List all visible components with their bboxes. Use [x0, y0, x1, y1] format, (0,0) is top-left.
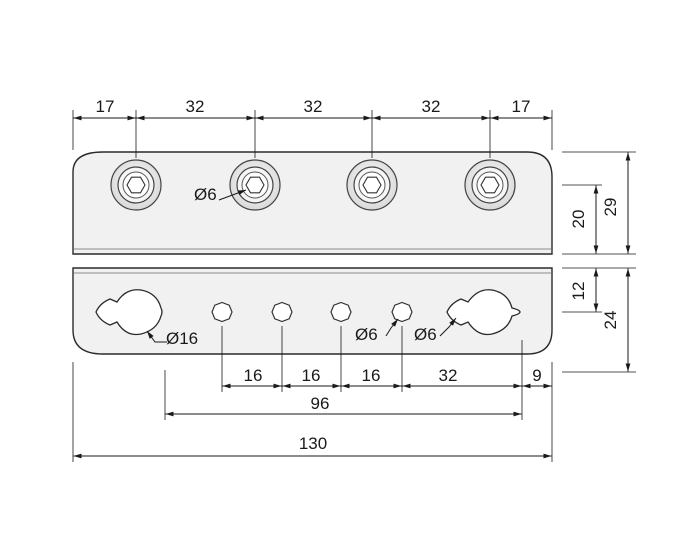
small-hole-1 — [211, 301, 233, 323]
screw-hole-callout: Ø6 — [194, 185, 217, 204]
keyhole-callout: Ø16 — [166, 329, 198, 348]
spacing-label-2: 16 — [302, 366, 321, 385]
lower-plate — [72, 267, 553, 355]
overall-dimension-label: 130 — [299, 434, 327, 453]
small-hole-a-leader — [385, 318, 399, 337]
top-dimension-label-2: 32 — [186, 97, 205, 116]
small-hole-4 — [391, 301, 413, 323]
dimension-label-29: 29 — [601, 198, 620, 217]
top-extension-lines — [72, 110, 553, 158]
small-hole-2 — [271, 301, 293, 323]
small-hole-3 — [330, 301, 352, 323]
screw-boss-3 — [346, 159, 398, 211]
small-hole-b-callout: Ø6 — [414, 325, 437, 344]
screw-boss-1 — [110, 159, 162, 211]
screw-hole-leader — [218, 189, 247, 201]
dimension-label-24: 24 — [601, 311, 620, 330]
spacing-label-4: 32 — [439, 366, 458, 385]
top-dimension-label-5: 17 — [512, 97, 531, 116]
spacing-label-1: 16 — [244, 366, 263, 385]
dimension-label-20: 20 — [569, 210, 588, 229]
keyhole-leader — [146, 330, 167, 343]
bottom-extension-lines — [72, 326, 553, 462]
keyhole-slot-right — [446, 289, 521, 336]
right-extension-lines — [562, 151, 636, 373]
top-dimension-label-1: 17 — [96, 97, 115, 116]
spacing-label-5: 9 — [532, 366, 541, 385]
screw-boss-4 — [464, 159, 516, 211]
dimension-label-12: 12 — [569, 282, 588, 301]
top-dimension-label-4: 32 — [422, 97, 441, 116]
small-hole-a-callout: Ø6 — [355, 325, 378, 344]
keyhole-slot-left — [95, 289, 163, 336]
screw-boss-2 — [229, 159, 281, 211]
upper-plate — [72, 151, 553, 255]
spacing-label-3: 16 — [362, 366, 381, 385]
top-dimension-label-3: 32 — [304, 97, 323, 116]
small-hole-b-leader — [439, 317, 457, 337]
span-dimension-label: 96 — [311, 394, 330, 413]
